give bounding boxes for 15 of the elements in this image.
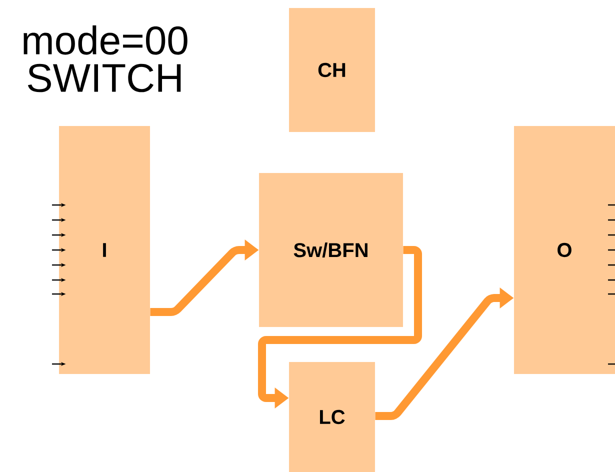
- signal-line: [608, 363, 615, 365]
- heading-text: SWITCH: [28, 64, 181, 92]
- block-box: LC: [289, 362, 375, 472]
- signal-line: [608, 204, 615, 206]
- signal-line: [608, 234, 615, 236]
- signal-line: [608, 293, 615, 295]
- signal-line: [608, 264, 615, 266]
- signal-line: [608, 249, 615, 251]
- block-box: I: [59, 126, 150, 374]
- block-box: Sw/BFN: [259, 173, 403, 327]
- signal-line: [608, 279, 615, 281]
- heading-text: mode=00: [24, 25, 188, 55]
- block-box: O: [514, 126, 615, 374]
- block-box: CH: [289, 8, 375, 132]
- signal-line: [608, 219, 615, 221]
